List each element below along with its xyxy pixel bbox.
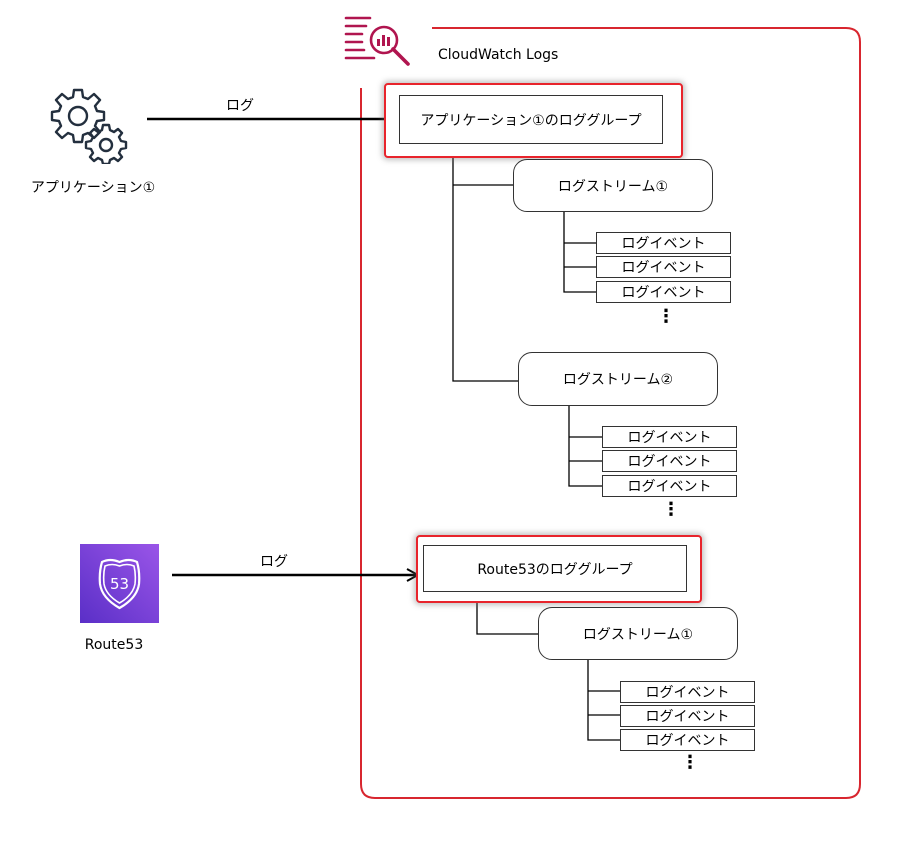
log-event: ログイベント (596, 281, 731, 303)
log-event: ログイベント (602, 450, 737, 472)
source-label-route53: Route53 (84, 637, 144, 653)
source-label-app: アプリケーション① (30, 180, 156, 196)
log-event: ログイベント (596, 256, 731, 278)
tree-line-stream3 (587, 660, 620, 741)
tree-line-group2 (476, 597, 538, 635)
route53-icon: 53 (80, 544, 159, 623)
log-event: ログイベント (620, 681, 755, 703)
log-event: ログイベント (620, 705, 755, 727)
tree-line-group1 (452, 146, 518, 382)
route53-icon-text: 53 (110, 575, 129, 593)
more-events-ellipsis: ⋮ (681, 752, 699, 773)
cloudwatch-container (360, 27, 861, 799)
log-stream-route53-1: ログストリーム① (538, 607, 738, 660)
log-event: ログイベント (620, 729, 755, 751)
gears-icon (50, 88, 128, 164)
more-events-ellipsis: ⋮ (662, 499, 680, 520)
log-stream-app-1: ログストリーム① (513, 159, 713, 212)
tree-line-stream2 (568, 406, 602, 487)
log-stream-app-2: ログストリーム② (518, 352, 718, 406)
arrow-label-app: ログ (226, 98, 254, 114)
cloudwatch-logs-icon (344, 16, 410, 66)
more-events-ellipsis: ⋮ (657, 306, 675, 327)
log-event: ログイベント (596, 232, 731, 254)
service-title: CloudWatch Logs (438, 47, 559, 63)
log-event: ログイベント (602, 426, 737, 448)
log-event: ログイベント (602, 475, 737, 497)
tree-line-stream1 (563, 212, 596, 293)
log-group-app: アプリケーション①のロググループ (399, 95, 663, 144)
arrow-label-route53: ログ (260, 554, 288, 570)
log-group-route53: Route53のロググループ (423, 545, 687, 592)
